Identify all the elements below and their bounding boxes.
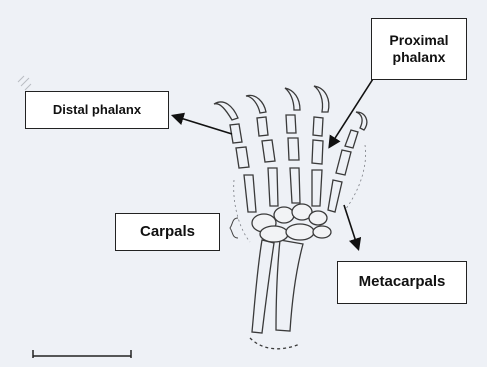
distal-phalanx-arrow: [174, 116, 232, 134]
carpal-bones: [252, 204, 331, 242]
proximal-phalanx-label: Proximal phalanx: [371, 18, 467, 80]
metacarpals-label: Metacarpals: [337, 261, 467, 304]
proximal-phalanx-label-line2: phalanx: [389, 49, 448, 67]
proximal-phalanges: [236, 138, 351, 175]
carpals-bracket: [230, 218, 238, 238]
forearm-bones: [250, 240, 303, 349]
metacarpal-bones: [244, 168, 342, 212]
carpals-label-text: Carpals: [140, 223, 195, 242]
distal-phalanx-label-text: Distal phalanx: [53, 102, 141, 118]
scale-bar: [33, 350, 131, 358]
faint-pencil-mark: [18, 76, 31, 90]
metacarpals-arrow: [344, 205, 358, 248]
carpals-label: Carpals: [115, 213, 220, 251]
proximal-phalanx-label-line1: Proximal: [389, 32, 448, 50]
distal-phalanx-label: Distal phalanx: [25, 91, 169, 129]
metacarpals-label-text: Metacarpals: [359, 273, 446, 292]
